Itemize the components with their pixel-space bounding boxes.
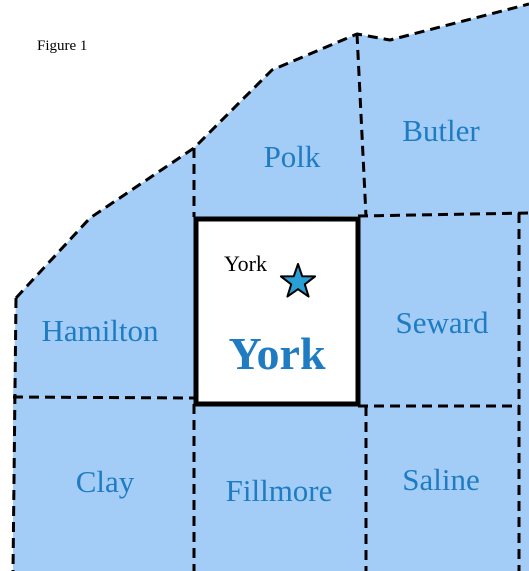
county-region-fillmore xyxy=(194,405,366,571)
county-region-butler xyxy=(357,4,529,216)
county-region-seward xyxy=(358,213,529,406)
outer-boundary xyxy=(14,2,529,300)
county-seat-label: York xyxy=(224,251,267,276)
county-region-polk xyxy=(194,34,366,217)
york-county-border xyxy=(193,216,361,407)
border-hamilton-clay xyxy=(12,395,195,400)
county-region-clay xyxy=(13,397,194,571)
county-borders xyxy=(11,2,529,571)
county-labels: Polk Butler Hamilton Seward Clay Fillmor… xyxy=(41,113,489,508)
county-label-saline: Saline xyxy=(402,462,480,497)
county-label-seward: Seward xyxy=(396,305,489,340)
star-icon xyxy=(279,263,317,298)
county-fills xyxy=(13,4,529,571)
border-hamilton-west xyxy=(11,297,18,571)
county-label-polk: Polk xyxy=(264,139,321,174)
highlighted-county-label: York xyxy=(228,328,326,379)
border-polk-butler xyxy=(355,33,368,217)
county-label-hamilton: Hamilton xyxy=(41,313,159,348)
figure-label: Figure 1 xyxy=(37,38,87,54)
border-butler-seward xyxy=(357,211,529,218)
county-region-saline xyxy=(366,406,529,571)
county-region-hamilton xyxy=(13,148,194,398)
county-region-york xyxy=(196,219,358,404)
county-label-butler: Butler xyxy=(402,113,480,148)
county-label-clay: Clay xyxy=(76,464,135,499)
county-label-fillmore: Fillmore xyxy=(226,473,333,508)
